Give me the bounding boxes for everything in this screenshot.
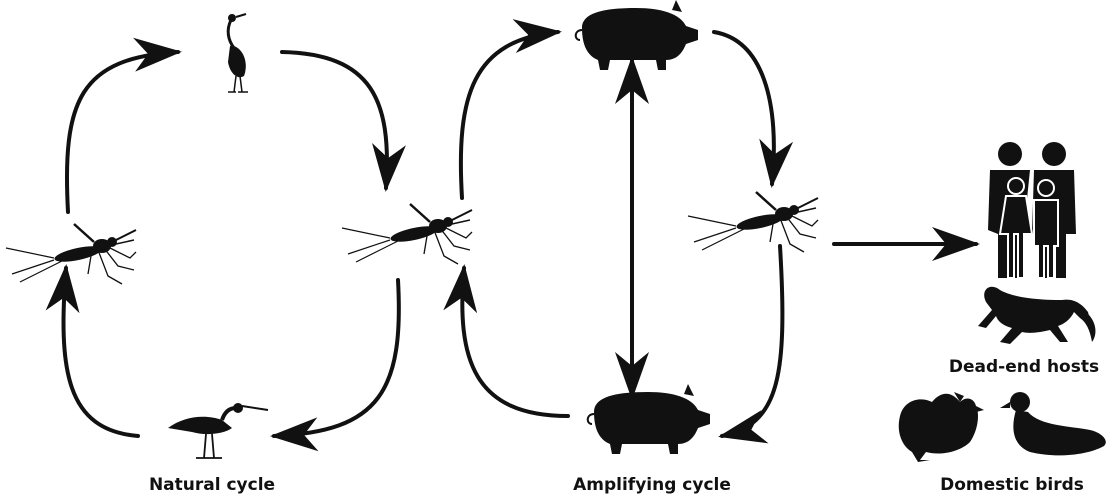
arrow-pig-to-mosquito-bottom: [462, 268, 568, 416]
dead-end-hosts: Dead-end hosts: [834, 142, 1099, 377]
pig-icon: [576, 0, 698, 70]
amplifying-cycle: Amplifying cycle: [461, 0, 818, 495]
amplifying-cycle-label: Amplifying cycle: [573, 475, 731, 495]
arrow-pig-to-mosquito: [714, 32, 774, 184]
mosquito-icon: [688, 192, 818, 252]
dead-end-hosts-label: Dead-end hosts: [949, 357, 1099, 377]
crane-icon: [228, 14, 248, 92]
natural-cycle: Natural cycle: [6, 14, 399, 495]
heron-icon: [168, 403, 268, 458]
domestic-birds: Domestic birds: [899, 392, 1106, 495]
arrow-mosquito-to-heron: [274, 280, 399, 436]
arrow-mosquito-to-pig-bottom: [722, 246, 782, 436]
mosquito-icon: [342, 204, 472, 264]
natural-cycle-label: Natural cycle: [149, 475, 275, 495]
pig-icon: [588, 384, 710, 454]
arrow-mosquito-to-pig: [461, 32, 558, 198]
duck-icon: [1000, 392, 1106, 455]
horse-icon: [978, 287, 1095, 344]
arrow-mosquito-to-crane: [67, 52, 178, 212]
family-icon: [988, 142, 1076, 278]
mosquito-icon: [6, 224, 136, 284]
arrow-heron-to-mosquito: [64, 268, 138, 436]
arrow-crane-to-mosquito: [282, 52, 387, 188]
chicken-icon: [899, 392, 984, 462]
domestic-birds-label: Domestic birds: [940, 475, 1084, 495]
